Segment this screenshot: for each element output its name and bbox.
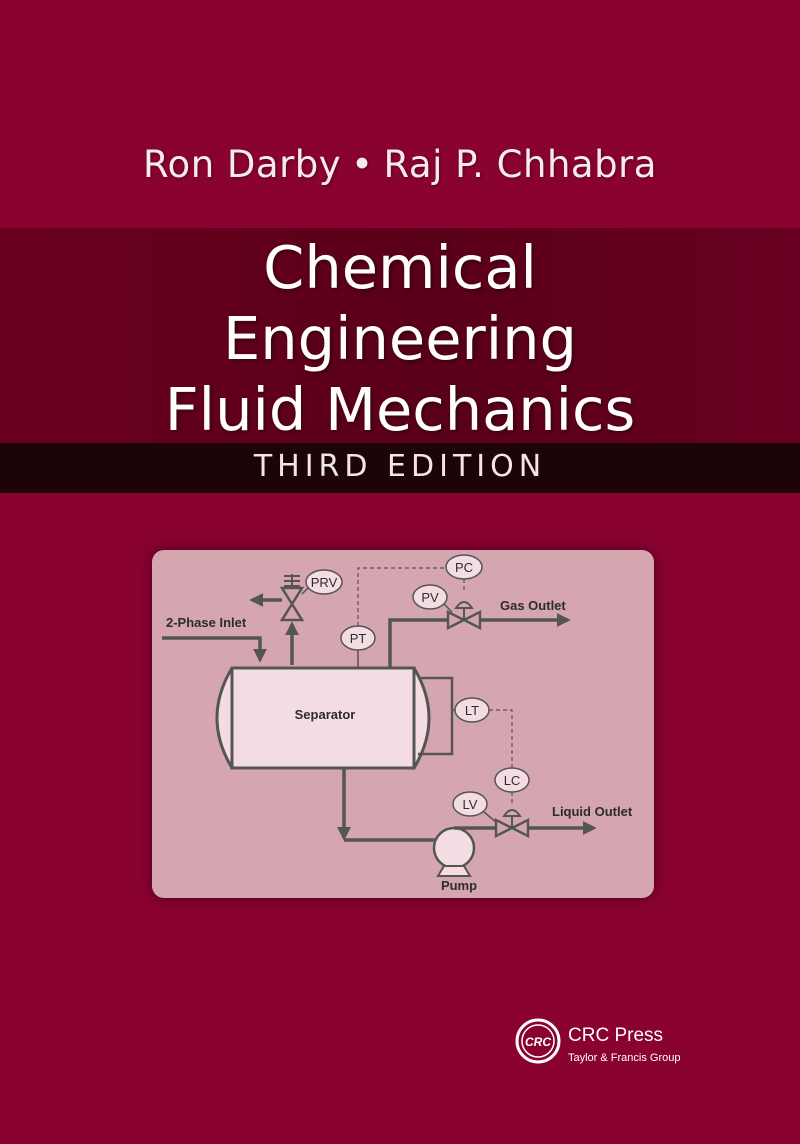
pc-label: PC bbox=[455, 560, 473, 575]
relief-valve-spring bbox=[284, 574, 300, 588]
lv-bubble bbox=[452, 791, 488, 817]
edition-band bbox=[0, 443, 800, 493]
lt-lc-signal bbox=[489, 709, 513, 768]
separator-process-diagram: Separator 2-Phase Inlet PRV PT PC bbox=[162, 554, 633, 893]
title-line-1: Chemical bbox=[263, 233, 537, 302]
pt-pc-signal bbox=[357, 567, 446, 626]
title-line-3: Fluid Mechanics bbox=[164, 375, 636, 444]
level-bridle bbox=[418, 676, 454, 756]
inlet-label: 2-Phase Inlet bbox=[166, 615, 247, 630]
crc-logo-text: CRC bbox=[525, 1035, 551, 1049]
prv-link bbox=[301, 587, 309, 595]
author-2: Raj P. Chhabra bbox=[383, 143, 657, 186]
lc-label: LC bbox=[504, 773, 521, 788]
prv-bubble bbox=[305, 569, 343, 595]
lv-link bbox=[483, 811, 497, 823]
publisher-name: CRC Press bbox=[568, 1025, 664, 1046]
relief-valve-top bbox=[279, 586, 305, 607]
pv-link bbox=[443, 603, 453, 613]
edition-label: THIRD EDITION bbox=[253, 449, 547, 484]
process-diagram-panel: Separator 2-Phase Inlet PRV PT PC bbox=[152, 550, 654, 898]
author-separator: • bbox=[351, 143, 374, 186]
relief-valve bbox=[279, 601, 305, 622]
liquid-valve-actuator bbox=[502, 809, 522, 828]
pv-bubble bbox=[412, 584, 448, 610]
pump-base bbox=[436, 865, 472, 877]
author-1: Ron Darby bbox=[143, 143, 342, 186]
separator-label: Separator bbox=[295, 707, 356, 722]
liquid-control-valve-right bbox=[509, 817, 530, 839]
separator-body bbox=[230, 666, 416, 770]
pump-label: Pump bbox=[441, 878, 477, 893]
publisher-group: Taylor & Francis Group bbox=[568, 1052, 681, 1064]
liquid-outlet-label: Liquid Outlet bbox=[552, 804, 633, 819]
author-line: Ron Darby•Raj P. Chhabra bbox=[0, 143, 800, 186]
gas-control-valve-right bbox=[461, 609, 482, 631]
publisher-imprint: CRC CRC Press Taylor & Francis Group bbox=[514, 1017, 714, 1087]
pump-casing bbox=[432, 826, 476, 870]
gas-pipe bbox=[388, 618, 448, 667]
prv-label: PRV bbox=[311, 575, 338, 590]
gas-control-valve-left bbox=[446, 609, 467, 631]
crc-press-logo: CRC bbox=[515, 1018, 561, 1064]
lt-label: LT bbox=[465, 703, 479, 718]
book-title: Chemical Engineering Fluid Mechanics bbox=[0, 232, 800, 445]
inlet-pipe bbox=[162, 636, 267, 663]
liquid-control-valve-left bbox=[494, 817, 515, 839]
pt-label: PT bbox=[350, 631, 367, 646]
title-band bbox=[0, 228, 800, 443]
gas-valve-actuator bbox=[454, 601, 474, 620]
gas-outlet-label: Gas Outlet bbox=[500, 598, 566, 613]
lv-label: LV bbox=[463, 797, 478, 812]
pv-label: PV bbox=[421, 590, 439, 605]
title-line-2: Engineering bbox=[223, 304, 577, 373]
